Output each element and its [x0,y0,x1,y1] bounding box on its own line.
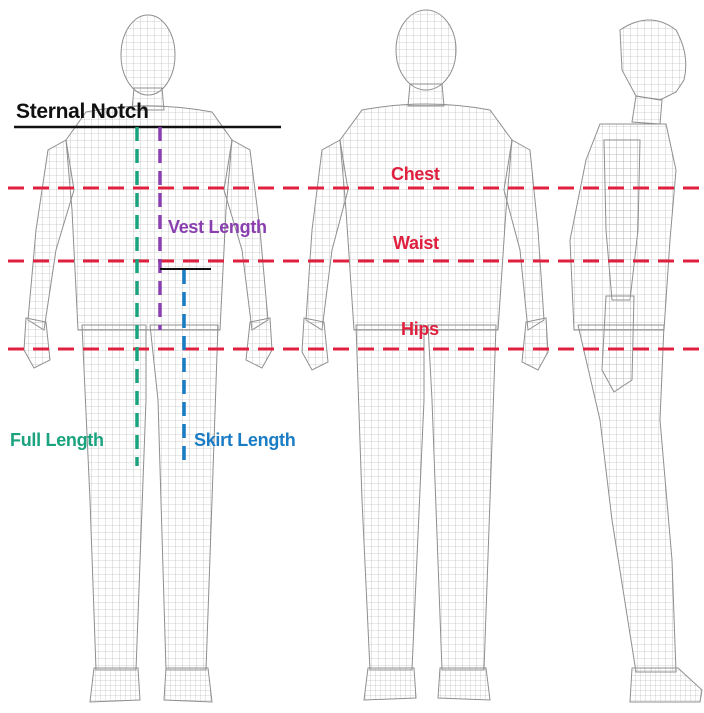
back-view [302,10,548,700]
back-right-arm [504,140,544,330]
side-view [570,20,702,702]
back-right-leg [428,325,496,670]
front-right-hand [246,318,272,368]
back-head [396,10,456,90]
front-left-arm [28,140,74,330]
front-left-shoe [90,668,140,702]
waist-label: Waist [393,234,439,252]
back-torso [340,104,512,330]
front-right-shoe [164,668,212,702]
back-left-shoe [364,668,416,700]
side-leg [578,325,676,672]
back-neck [408,84,444,106]
front-head [121,15,175,95]
side-head [620,20,686,100]
back-right-shoe [438,668,490,700]
sternal-notch-label: Sternal Notch [16,101,149,122]
vest-length-label: Vest Length [168,218,267,236]
back-right-hand [522,318,548,370]
skirt-length-label: Skirt Length [194,431,295,449]
side-neck [632,96,662,124]
hips-label: Hips [401,320,439,338]
full-length-label: Full Length [10,431,104,449]
back-left-arm [306,140,348,330]
front-right-leg [150,325,218,670]
front-left-hand [24,318,50,368]
back-left-leg [356,325,424,670]
side-shoe [630,668,702,702]
back-left-hand [302,318,328,370]
chest-label: Chest [391,165,440,183]
